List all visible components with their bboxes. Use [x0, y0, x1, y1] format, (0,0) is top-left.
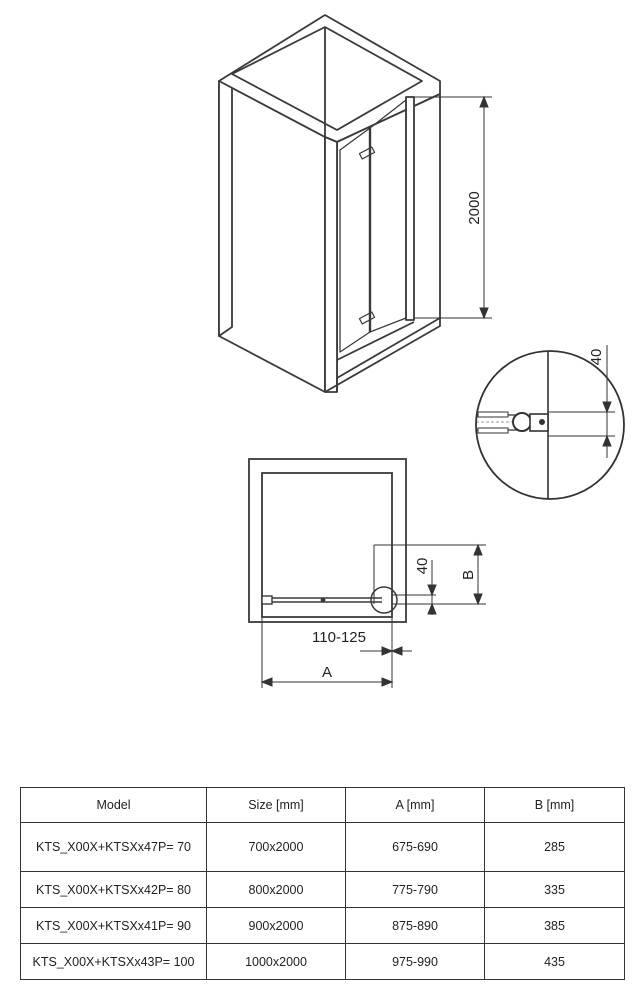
- cell-a: 975-990: [345, 943, 485, 980]
- plan-b-label: B: [460, 570, 477, 580]
- plan-offset-label: 40: [414, 558, 431, 575]
- cell-b: 285: [484, 822, 625, 872]
- detail-view: [475, 350, 625, 500]
- plan-dimensions: [260, 543, 486, 688]
- header-size: Size [mm]: [206, 787, 346, 823]
- cell-size: 800x2000: [206, 871, 346, 908]
- cell-b: 385: [484, 907, 625, 944]
- cell-model: KTS_X00X+KTSXx41P= 90: [20, 907, 207, 944]
- isometric-view: [218, 14, 441, 393]
- cell-size: 700x2000: [206, 822, 346, 872]
- height-label: 2000: [466, 191, 483, 224]
- wall-gap-label: 110-125: [312, 629, 366, 646]
- cell-size: 900x2000: [206, 907, 346, 944]
- cell-b: 435: [484, 943, 625, 980]
- header-model: Model: [20, 787, 207, 823]
- header-a: A [mm]: [345, 787, 485, 823]
- cell-a: 675-690: [345, 822, 485, 872]
- height-dimension: [410, 95, 492, 320]
- plan-a-label: A: [322, 664, 332, 681]
- cell-a: 775-790: [345, 871, 485, 908]
- table-row: KTS_X00X+KTSXx42P= 80 800x2000 775-790 3…: [20, 871, 625, 908]
- cell-model: KTS_X00X+KTSXx42P= 80: [20, 871, 207, 908]
- technical-drawing: 2000 40: [218, 14, 625, 688]
- cell-b: 335: [484, 871, 625, 908]
- cell-a: 875-890: [345, 907, 485, 944]
- table-row: KTS_X00X+KTSXx41P= 90 900x2000 875-890 3…: [20, 907, 625, 944]
- table-row: KTS_X00X+KTSXx43P= 100 1000x2000 975-990…: [20, 943, 625, 980]
- cell-model: KTS_X00X+KTSXx43P= 100: [20, 943, 207, 980]
- table-header-row: Model Size [mm] A [mm] B [mm]: [20, 787, 625, 823]
- header-b: B [mm]: [484, 787, 625, 823]
- detail-offset-label: 40: [588, 349, 605, 366]
- plan-view: [248, 458, 407, 623]
- spec-table: Model Size [mm] A [mm] B [mm] KTS_X00X+K…: [20, 787, 625, 980]
- cell-model: KTS_X00X+KTSXx47P= 70: [20, 822, 207, 872]
- detail-dimension: [548, 345, 615, 458]
- table-row: KTS_X00X+KTSXx47P= 70 700x2000 675-690 2…: [20, 822, 625, 872]
- cell-size: 1000x2000: [206, 943, 346, 980]
